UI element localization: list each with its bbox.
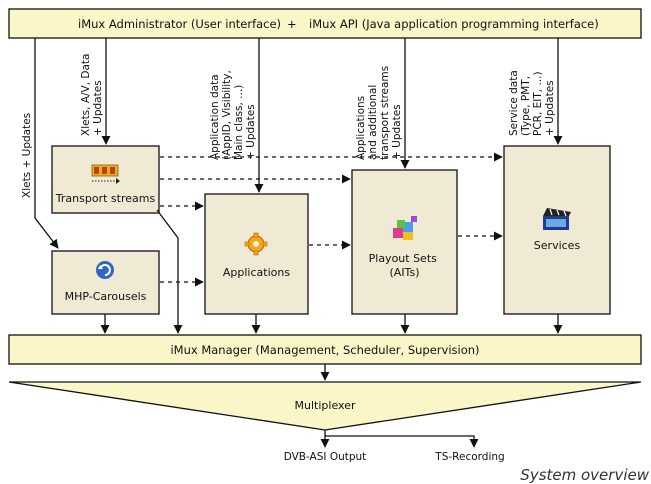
puzzle-blocks-icon bbox=[393, 216, 417, 240]
mhp-carousels-label: MHP-Carousels bbox=[65, 290, 147, 303]
manager-label: iMux Manager (Management, Scheduler, Sup… bbox=[170, 343, 479, 357]
flow-label-app-data: Application data (AppID, Visibility, Mai… bbox=[209, 67, 257, 160]
plus-label: + bbox=[287, 17, 297, 31]
api-label: iMux API (Java application programming i… bbox=[309, 17, 599, 31]
top-bar bbox=[8, 8, 642, 39]
arrow-xlets-to-carousels bbox=[34, 38, 59, 249]
refresh-cycle-icon bbox=[96, 261, 114, 279]
multiplexer-funnel bbox=[8, 381, 642, 431]
manager-bar bbox=[8, 334, 642, 365]
film-strip-icon bbox=[91, 164, 120, 184]
admin-label: iMux Administrator (User interface) bbox=[78, 17, 281, 31]
transport-streams-label: Transport streams bbox=[55, 192, 156, 205]
flow-label-applications-transport: Applications and additional transport st… bbox=[355, 63, 403, 160]
services-label: Services bbox=[534, 239, 581, 252]
flow-label-service-data: Service data (Type, PMT, PCR, EIT, ...) … bbox=[508, 67, 556, 136]
mhp-carousels-box bbox=[51, 250, 160, 315]
arrow-to-ts-recording bbox=[325, 435, 479, 448]
ts-recording-label: TS-Recording bbox=[434, 451, 504, 463]
applications-label: Applications bbox=[223, 266, 290, 279]
flow-label-xlets-av: Xlets, A/V, Data + Updates bbox=[80, 50, 104, 136]
arrow-transport-to-manager bbox=[156, 209, 183, 334]
flow-label-xlets: Xlets + Updates bbox=[21, 113, 33, 198]
playout-sets-label: Playout Sets (AITs) bbox=[369, 252, 441, 279]
clapperboard-icon bbox=[543, 208, 571, 230]
diagram-caption: System overview bbox=[520, 466, 649, 484]
dashed-flows bbox=[160, 152, 503, 287]
gear-icon bbox=[244, 232, 268, 256]
transport-streams-box bbox=[51, 145, 160, 214]
multiplexer-label: Multiplexer bbox=[295, 399, 356, 412]
playout-sets-box bbox=[351, 169, 458, 315]
dvb-asi-output-label: DVB-ASI Output bbox=[284, 451, 367, 463]
